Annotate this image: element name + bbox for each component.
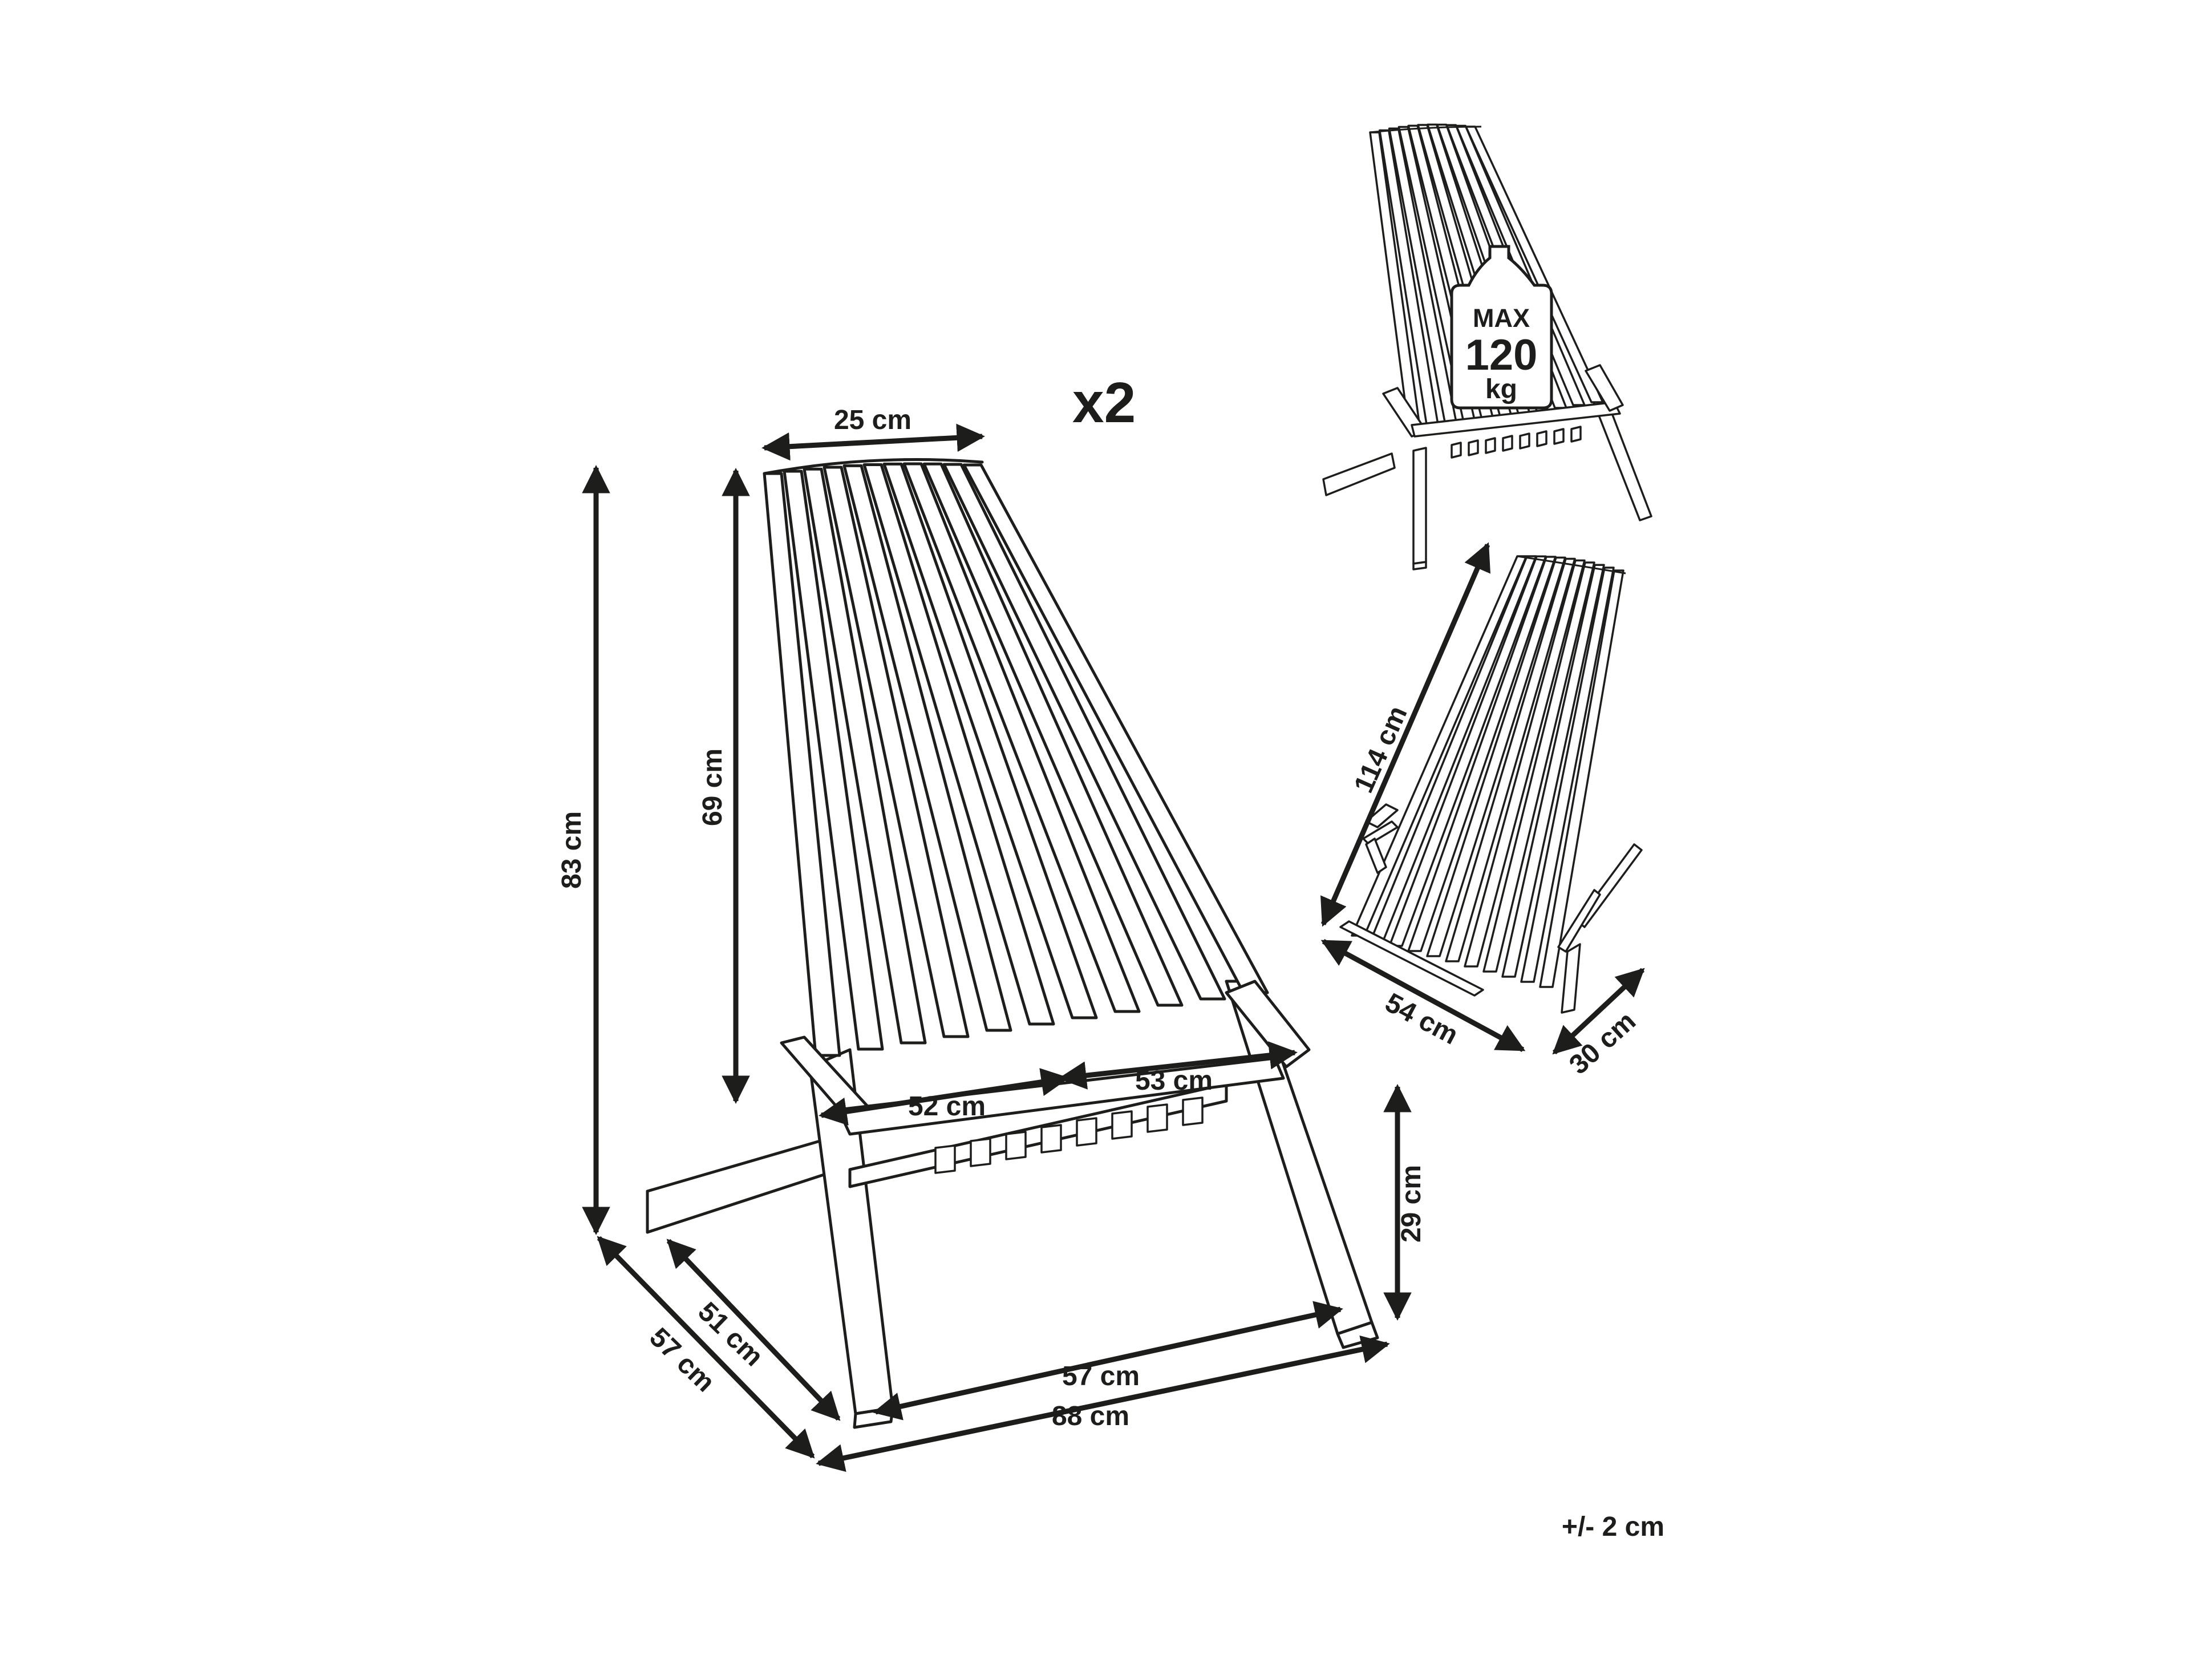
chair-slat	[1485, 437, 1496, 454]
chair-slat	[902, 462, 1141, 1013]
chair-slat	[783, 470, 884, 1051]
chair-slat	[1146, 1103, 1168, 1133]
chair-slat	[1536, 430, 1547, 447]
chair-slat	[934, 1144, 956, 1174]
weight-max-label: MAX	[1473, 304, 1530, 333]
chair-slat	[882, 462, 1098, 1019]
chair-slat	[1111, 1110, 1133, 1140]
chair-slat	[1570, 426, 1582, 443]
quantity-label: x2	[1072, 371, 1136, 435]
dim-folded-length: 114 cm	[1348, 702, 1413, 798]
chair-slat	[823, 466, 970, 1038]
chair-main-illustration	[646, 458, 1379, 1429]
chair-slat	[1519, 432, 1530, 450]
chair-slat	[862, 463, 1055, 1026]
chair-slat	[1182, 1096, 1204, 1126]
weight-unit: kg	[1485, 374, 1517, 404]
chair-slat	[1520, 567, 1615, 983]
chair-slat	[1005, 1131, 1027, 1160]
dim-seat-front-width: 52 cm	[908, 1091, 986, 1122]
dim-seat-depth: 53 cm	[1135, 1066, 1213, 1096]
chair-slat	[763, 472, 841, 1057]
chair-max-load-view: MAX 120 kg	[1322, 123, 1652, 570]
chair-slat	[1468, 439, 1479, 456]
chair-slat	[970, 1138, 991, 1167]
tolerance-note: +/- 2 cm	[1562, 1512, 1664, 1542]
chair-slat	[1076, 1117, 1097, 1147]
dim-top-width: 25 cm	[834, 405, 911, 435]
weight-value: 120	[1465, 331, 1538, 379]
weight-icon: MAX 120 kg	[1450, 245, 1553, 410]
dim-folded-depth: 30 cm	[1563, 1006, 1642, 1080]
dim-base-inner-length: 57 cm	[1062, 1361, 1140, 1391]
chair-slat	[1553, 428, 1565, 445]
chair-slat	[1451, 442, 1462, 459]
dim-seat-height: 29 cm	[1396, 1165, 1427, 1243]
chair-slat	[922, 462, 1184, 1007]
chair-slat	[1040, 1124, 1062, 1154]
chair-slat	[803, 467, 927, 1045]
folded-chair-view	[1320, 542, 1645, 1055]
chair-slat	[942, 463, 1226, 1001]
dim-total-height: 83 cm	[557, 811, 587, 889]
chair-slat	[1502, 435, 1513, 452]
dim-total-length: 88 cm	[1052, 1401, 1129, 1431]
dim-backrest-height: 69 cm	[698, 748, 728, 826]
dimension-lines	[582, 423, 1412, 1472]
chair-slat	[962, 463, 1269, 994]
chair-slat	[842, 464, 1012, 1032]
